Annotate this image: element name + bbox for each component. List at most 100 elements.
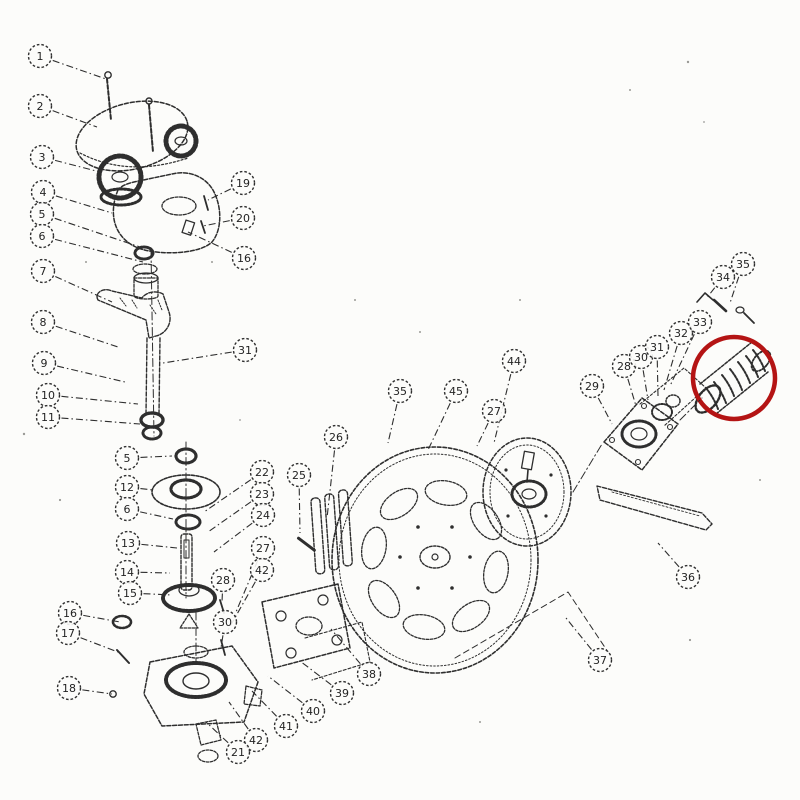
leader-line: [298, 488, 301, 534]
callout-number: 27: [487, 405, 501, 418]
callout-32: 32: [663, 320, 694, 391]
callout-number: 3: [39, 151, 46, 164]
spacer-bars: [296, 489, 353, 575]
callout-balloon: [30, 309, 56, 335]
callout-balloon: [57, 600, 83, 626]
callout-20: 20: [202, 205, 256, 231]
leader-line: [80, 637, 119, 653]
callout-balloon: [31, 350, 57, 376]
callout-5: 5: [114, 445, 173, 471]
leader-line: [656, 360, 659, 397]
callout-number: 34: [716, 271, 730, 284]
callout-40: 40: [267, 675, 326, 724]
callout-balloon: [250, 502, 276, 528]
leader-line: [427, 402, 451, 451]
callout-number: 18: [62, 682, 76, 695]
callout-number: 39: [335, 687, 349, 700]
leader-line: [267, 675, 303, 704]
callout-balloon: [56, 675, 82, 701]
callout-balloon: [579, 373, 605, 399]
leader-line: [54, 217, 141, 248]
callout-balloon: [225, 739, 251, 765]
callout-balloon: [668, 320, 694, 346]
leader-line: [705, 287, 716, 300]
callout-23: 23: [207, 481, 275, 533]
callout-balloon: [250, 535, 276, 561]
callout-balloon: [232, 337, 258, 363]
callout-number: 31: [238, 344, 252, 357]
callout-number: 41: [279, 720, 293, 733]
callout-balloon: [27, 43, 53, 69]
callout-balloon: [587, 647, 613, 673]
callout-number: 6: [124, 503, 131, 516]
leader-line: [205, 721, 229, 744]
callout-balloon: [29, 223, 55, 249]
callout-number: 19: [236, 177, 250, 190]
leader-line: [207, 188, 232, 201]
leader-line: [729, 276, 740, 304]
leader-line: [55, 195, 113, 214]
leader-line: [162, 351, 232, 364]
leader-line: [54, 159, 101, 173]
callout-37: 37: [565, 617, 613, 673]
callout-25: 25: [286, 462, 312, 534]
leader-line: [387, 404, 398, 444]
leader-line: [642, 370, 649, 401]
callout-number: 37: [593, 654, 607, 667]
callout-16: 16: [187, 231, 257, 271]
callout-33: 33: [669, 309, 713, 387]
callout-balloon: [300, 698, 326, 724]
callout-6: 6: [114, 496, 174, 522]
leader-line: [476, 422, 489, 447]
callout-balloon: [117, 580, 143, 606]
callout-balloon: [249, 481, 275, 507]
callout-number: 28: [216, 574, 230, 587]
callout-balloon: [114, 445, 140, 471]
leader-line: [55, 276, 113, 303]
callout-11: 11: [35, 404, 141, 430]
callout-number: 33: [693, 316, 707, 329]
callout-balloon: [27, 93, 53, 119]
callout-27: 27: [476, 398, 507, 447]
leader-line: [54, 238, 144, 263]
callout-balloon: [30, 179, 56, 205]
callout-13: 13: [115, 530, 178, 556]
callout-balloon: [114, 559, 140, 585]
callout-balloon: [356, 661, 382, 687]
callout-34: 34: [705, 264, 736, 300]
callout-balloon: [231, 245, 257, 271]
callout-balloon: [273, 713, 299, 739]
callout-number: 15: [123, 587, 137, 600]
callout-balloon: [210, 567, 236, 593]
callout-balloon: [35, 382, 61, 408]
callout-number: 30: [218, 616, 232, 629]
leader-line: [299, 660, 332, 686]
vertical-shaft-assembly: [96, 245, 171, 441]
callout-balloon: [230, 170, 256, 196]
callout-number: 32: [674, 327, 688, 340]
callout-balloon: [730, 251, 756, 277]
callout-number: 42: [249, 734, 263, 747]
callout-balloon: [644, 334, 670, 360]
callout-17: 17: [55, 620, 119, 653]
callout-number: 12: [120, 481, 134, 494]
callout-38: 38: [330, 628, 382, 687]
leader-line: [141, 543, 178, 549]
callout-26: 26: [323, 424, 349, 519]
callout-44: 44: [493, 348, 527, 444]
leader-line: [220, 635, 224, 649]
callout-number: 27: [256, 542, 270, 555]
callout-7: 7: [30, 258, 113, 303]
callout-layer: 1234567891011192016315126131415161718222…: [27, 43, 756, 765]
leader-line: [627, 378, 637, 407]
highlight-circle: [690, 334, 778, 422]
callout-number: 7: [40, 265, 47, 278]
leader-line: [61, 395, 139, 405]
hub-disc: [482, 437, 572, 547]
leader-line: [657, 542, 680, 568]
callout-29: 29: [579, 373, 613, 425]
callout-balloon: [387, 378, 413, 404]
callout-balloon: [35, 404, 61, 430]
callout-3: 3: [29, 144, 101, 173]
callout-16: 16: [57, 600, 121, 626]
